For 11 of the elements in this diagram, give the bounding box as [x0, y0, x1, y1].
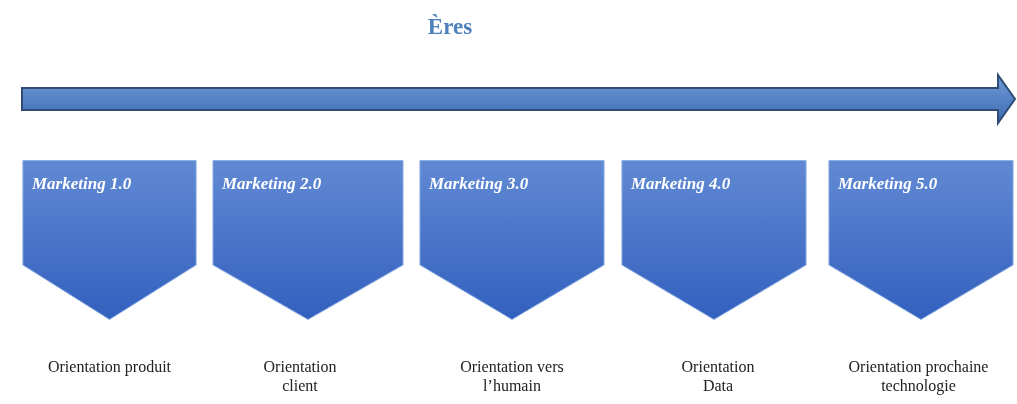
chevron-heading: Marketing 5.0: [837, 173, 939, 194]
chevron-heading: Marketing 3.0: [428, 173, 530, 194]
node-label: Orientation client: [262, 357, 338, 396]
node-label: Orientation prochaine technologie: [847, 357, 990, 396]
chevron-heading: Marketing 4.0: [630, 173, 732, 194]
node-label: Orientation Data: [680, 357, 756, 396]
node-label: Orientation vers l’humain: [459, 357, 565, 396]
chevron-heading: Marketing 1.0: [31, 173, 133, 194]
node-label: Orientation produit: [46, 357, 173, 377]
title: Ères: [426, 14, 474, 40]
chevron-heading: Marketing 2.0: [221, 173, 323, 194]
